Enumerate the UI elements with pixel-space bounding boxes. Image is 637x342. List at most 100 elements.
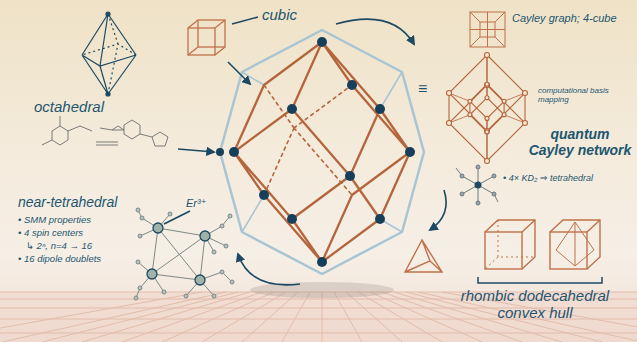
vertex-dots-part: [317, 37, 327, 47]
arrows-part: [238, 254, 300, 285]
vertex-dots-part: [229, 147, 239, 157]
er-cluster-part-part: [220, 270, 224, 274]
octahedron-part: [106, 12, 110, 16]
cayley-graph-part-part: [485, 116, 489, 120]
arrows-part: [336, 19, 414, 44]
vertex-dots-part: [317, 257, 327, 267]
outer-hull: [220, 30, 424, 274]
kd-molecule-part-part: [476, 201, 480, 205]
vertex-dots: [216, 37, 415, 267]
er-cluster-part-part: [147, 269, 157, 279]
cayley-graph-part-part: [447, 121, 452, 126]
cayley-graph-part-part: [502, 113, 506, 117]
cube-sketch-part: [188, 20, 225, 55]
chemical-structures-part: [112, 126, 124, 130]
bullet-note: • 16 dipole doublets: [18, 254, 101, 265]
figure-label: quantum Cayley network: [527, 126, 633, 158]
er-cluster-part: [136, 210, 232, 298]
cayley-graph-part-part: [523, 121, 528, 126]
er-cluster-part-part: [230, 280, 234, 284]
vertex-dots-part: [375, 104, 385, 114]
tesseract-part: [470, 12, 505, 47]
hull-cubes-part: [485, 220, 535, 269]
vertex-dots-part: [375, 214, 385, 224]
bullet-note: • SMM properties: [18, 215, 91, 226]
er-cluster-part-part: [212, 250, 216, 254]
figure-label: Cayley graph; 4-cube: [512, 12, 617, 25]
er-cluster-part-part: [140, 216, 144, 220]
figure-label: rhombic dodecahedral convex hull: [440, 287, 630, 322]
arrows-part: [430, 190, 446, 230]
er-cluster-part-part: [220, 224, 224, 228]
er-cluster-part: [134, 208, 234, 300]
figure-label: octahedral: [34, 98, 104, 115]
chemical-structures-part: [96, 128, 152, 145]
cayley-graph-part-part: [485, 130, 489, 134]
chemical-structures-part: [124, 120, 140, 139]
vertex-dots-part: [287, 214, 297, 224]
kd-molecule-part-part: [460, 192, 464, 196]
arrows-part: [164, 211, 190, 224]
er-cluster-part-part: [138, 234, 142, 238]
vertex-dots-part: [345, 171, 355, 181]
cayley-graph-part-part: [485, 159, 490, 164]
kd-molecule-part: [475, 182, 482, 189]
hull-cubes-part: [485, 232, 522, 269]
rhombic-dodecahedron-part: [234, 42, 410, 262]
symbol: ≡: [418, 80, 427, 98]
kd-molecule-part-part: [492, 174, 496, 178]
er-cluster-part-part: [134, 296, 138, 300]
hull-cubes: [485, 220, 600, 269]
hull-cubes-part: [556, 222, 594, 266]
hull-cubes-part: [550, 232, 587, 269]
cayley-graph-part-part: [468, 99, 472, 103]
bullet-note: • 4× KD₂ ⇒ tetrahedral: [503, 173, 595, 183]
er-cluster-part-part: [200, 231, 210, 241]
figure-label: near-tetrahedral: [18, 194, 117, 210]
er-cluster-part-part: [224, 244, 228, 248]
cayley-graph-part-part: [485, 96, 489, 100]
tetrahedron-part: [405, 240, 442, 272]
er-cluster-part-part: [212, 294, 216, 298]
er-cluster-part-part: [228, 214, 232, 218]
octahedron-part: [82, 14, 136, 94]
figure-label: cubic: [262, 6, 297, 23]
cayley-graph-part: [449, 55, 525, 161]
cayley-graph-part-part: [485, 82, 489, 86]
arrows-part: [232, 17, 258, 24]
kd-molecule-part-part: [476, 165, 480, 169]
kd-molecule-part: [456, 167, 498, 203]
octahedron-part: [106, 92, 110, 96]
rhombic-dodecahedron-part: [264, 85, 352, 195]
outer-hull-part: [242, 72, 402, 232]
kd-molecule-part-part: [460, 174, 464, 178]
cayley-graph-part-part: [468, 113, 472, 117]
kd-molecule: [456, 165, 498, 205]
annotation: computational basis mapping: [538, 86, 620, 104]
arrows-part: [228, 62, 250, 84]
vertex-dots-part: [347, 80, 357, 90]
vertex-dots-part: [216, 148, 224, 156]
tesseract-part: [470, 12, 505, 47]
er-cluster-part: [147, 223, 210, 285]
cayley-graph-part-part: [485, 53, 490, 58]
cayley-graph-part-part: [447, 91, 452, 96]
kd-molecule-part-part: [492, 192, 496, 196]
cayley-graph-part-part: [523, 91, 528, 96]
shadow: [250, 282, 394, 298]
er-cluster-part-part: [138, 286, 142, 290]
er-cluster-part: [152, 228, 205, 280]
octahedron: [82, 12, 136, 96]
cube-sketch: [188, 20, 225, 55]
chemical-structures-part: [52, 126, 68, 145]
outer-hull-part: [220, 30, 424, 274]
chemical-structures-part: [42, 116, 92, 145]
vertex-dots-part: [405, 147, 415, 157]
rhombic-dodecahedron: [234, 42, 410, 262]
er-cluster-part-part: [162, 290, 166, 294]
er-cluster-part-part: [153, 223, 163, 233]
chemical-structures: [42, 116, 168, 146]
arrows: [164, 17, 446, 285]
cayley-graph-part-part: [502, 99, 506, 103]
